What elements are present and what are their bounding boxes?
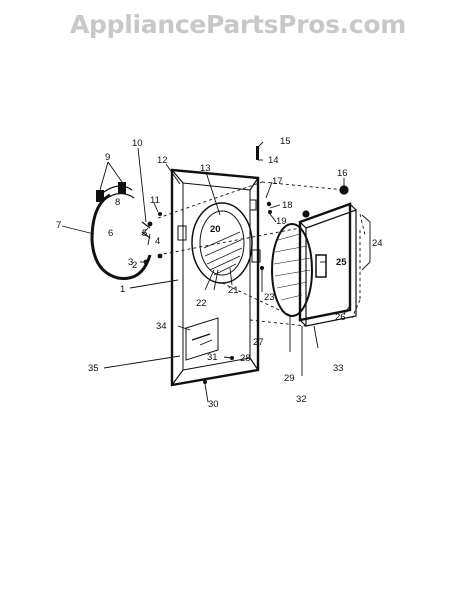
callout-9: 9 xyxy=(105,152,110,163)
assembly-dashed-lines xyxy=(157,181,366,327)
callout-24: 24 xyxy=(372,238,383,249)
callout-35: 35 xyxy=(88,363,99,374)
callout-25: 25 xyxy=(336,257,347,268)
callout-23: 23 xyxy=(264,292,275,303)
callout-5: 5 xyxy=(142,228,147,239)
part-callouts: 1 2 3 4 5 6 7 8 9 10 11 12 13 14 15 16 1… xyxy=(56,136,383,410)
callout-26: 26 xyxy=(335,312,346,323)
watermark-logo: AppliancePartsPros.com xyxy=(69,10,407,39)
callout-20: 20 xyxy=(210,224,221,235)
callout-13: 13 xyxy=(200,163,211,174)
callout-15: 15 xyxy=(280,136,291,147)
drum-opening-hatching xyxy=(203,231,243,276)
callout-10: 10 xyxy=(132,138,143,149)
callout-34: 34 xyxy=(156,321,167,332)
leader-lines xyxy=(61,141,371,403)
callout-4: 4 xyxy=(155,236,160,247)
callout-28: 28 xyxy=(240,353,251,364)
callout-2: 2 xyxy=(132,260,137,271)
callout-27: 27 xyxy=(253,337,264,348)
callout-17: 17 xyxy=(272,176,283,187)
callout-11: 11 xyxy=(150,195,160,206)
callout-3: 3 xyxy=(128,257,133,268)
callout-19: 19 xyxy=(276,216,287,227)
hardware-screws xyxy=(143,146,272,384)
callout-7: 7 xyxy=(56,220,61,231)
callout-33: 33 xyxy=(333,363,344,374)
callout-1: 1 xyxy=(120,284,125,295)
callout-16: 16 xyxy=(337,168,348,179)
callout-6: 6 xyxy=(108,228,113,239)
inner-door-window xyxy=(271,223,313,317)
callout-18: 18 xyxy=(282,200,293,211)
callout-21: 21 xyxy=(228,285,239,296)
callout-14: 14 xyxy=(268,155,279,166)
callout-30: 30 xyxy=(208,399,219,410)
callout-22: 22 xyxy=(196,298,207,309)
callout-32: 32 xyxy=(296,394,307,405)
door-ring-assembly xyxy=(90,182,152,281)
callout-29: 29 xyxy=(284,373,295,384)
callout-12: 12 xyxy=(157,155,168,166)
outer-door xyxy=(298,185,357,327)
callout-31: 31 xyxy=(207,352,218,363)
callout-8: 8 xyxy=(115,197,120,208)
